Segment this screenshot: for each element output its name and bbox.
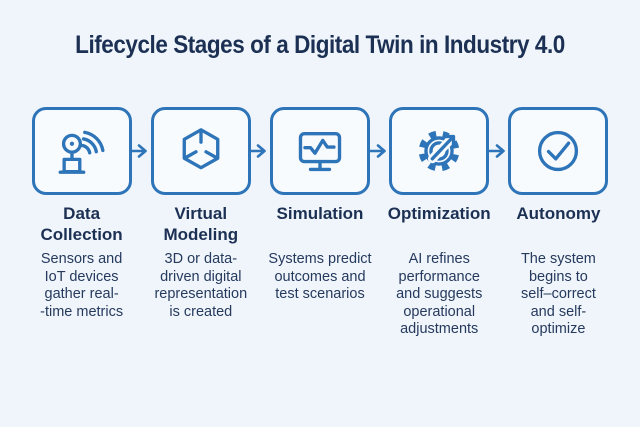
stage-virtual-modeling: Virtual Modeling 3D or data- driven digi…	[141, 107, 260, 339]
stage-title-simulation: Simulation	[276, 204, 364, 223]
stage-title-optimization: Optimization	[387, 204, 491, 223]
stage-title-virtual-modeling: Virtual Modeling	[163, 204, 239, 244]
cube-3d-icon	[182, 128, 220, 170]
icon-box-virtual-modeling	[150, 107, 251, 195]
stages-row: Data Collection Sensors and IoT devices …	[22, 107, 618, 339]
gear-arrow-icon	[418, 130, 460, 172]
icon-box-simulation	[270, 107, 370, 195]
icon-box-optimization	[389, 107, 490, 195]
sensor-iot-icon	[58, 130, 105, 174]
icon-box-data-collection	[31, 107, 132, 195]
stage-data-collection: Data Collection Sensors and IoT devices …	[22, 107, 141, 339]
stage-title-data-collection: Data Collection	[40, 204, 123, 244]
stage-desc-autonomy: The system begins to self–correct and se…	[520, 251, 596, 337]
page-title: Lifecycle Stages of a Digital Twin in In…	[75, 31, 565, 59]
stage-desc-optimization: AI refines performance and suggests oper…	[396, 251, 483, 337]
check-circle-icon	[538, 130, 579, 172]
stage-autonomy: Autonomy The system begins to self–corre…	[499, 107, 618, 339]
monitor-waveform-icon	[298, 132, 342, 172]
flow-arrow-icon	[368, 144, 386, 158]
stage-simulation: Simulation Systems predict outcomes and …	[260, 107, 379, 339]
stage-desc-virtual-modeling: 3D or data- driven digital representatio…	[154, 251, 248, 320]
stage-title-autonomy: Autonomy	[516, 204, 601, 223]
stage-desc-data-collection: Sensors and IoT devices gather real- -ti…	[40, 251, 124, 320]
flow-arrow-icon	[487, 144, 505, 158]
stage-desc-simulation: Systems predict outcomes and test scenar…	[268, 251, 372, 302]
stage-optimization: Optimization AI refines performance and …	[380, 107, 499, 339]
flow-arrow-icon	[130, 144, 147, 158]
icon-box-autonomy	[508, 107, 609, 195]
flow-arrow-icon	[249, 144, 267, 158]
